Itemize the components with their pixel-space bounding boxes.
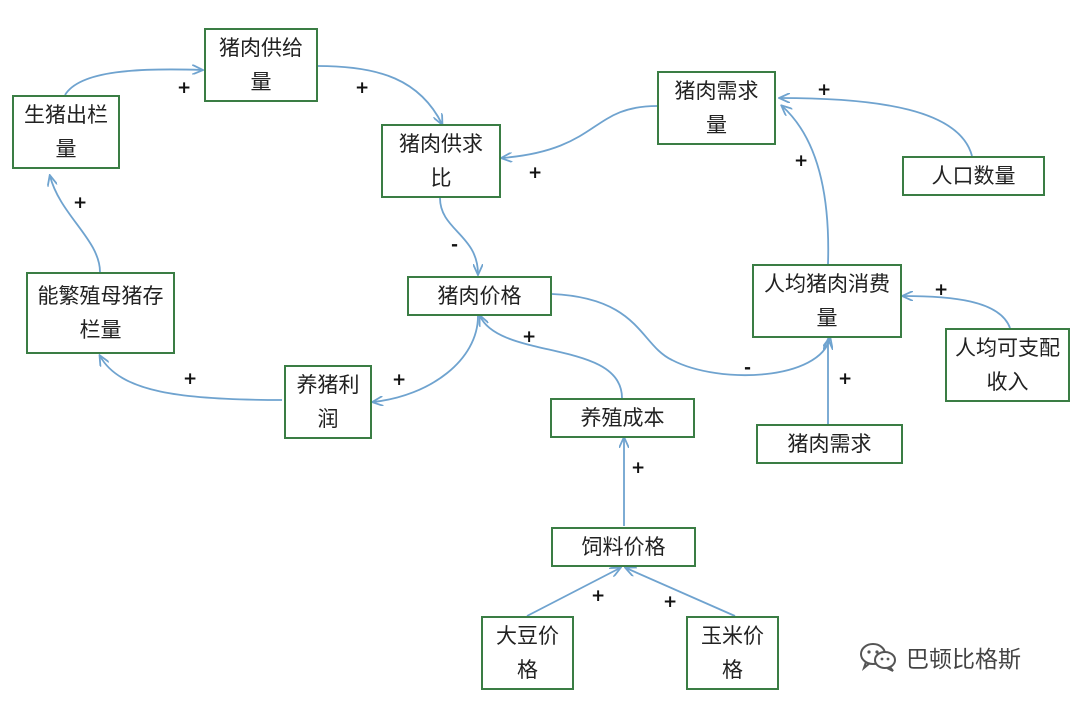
sign-profit-to-sow: + bbox=[183, 369, 198, 389]
node-pork-price: 猪肉价格 bbox=[407, 276, 552, 316]
node-breeding-sow-stock: 能繁殖母猪存 栏量 bbox=[26, 272, 175, 354]
node-pork-supply: 猪肉供给 量 bbox=[204, 28, 318, 102]
sign-ratio-to-price: - bbox=[451, 235, 459, 255]
node-soybean-price: 大豆价 格 bbox=[481, 616, 574, 690]
arrow-soy-to-feed bbox=[526, 568, 620, 617]
sign-income-to-percapita: + bbox=[934, 280, 949, 300]
node-per-capita-consumption: 人均猪肉消费 量 bbox=[752, 264, 902, 338]
arrow-price-to-profit bbox=[373, 315, 479, 402]
arrow-profit-to-sow bbox=[100, 356, 283, 401]
node-feed-price: 饲料价格 bbox=[551, 527, 696, 567]
arrow-price-to-percapita bbox=[551, 293, 830, 377]
sign-demand-to-percapita: + bbox=[838, 369, 853, 389]
node-supply-demand-ratio: 猪肉供求 比 bbox=[381, 124, 501, 198]
wechat-icon bbox=[860, 643, 896, 672]
sign-price-to-profit: + bbox=[392, 370, 407, 390]
sign-corn-to-feed: + bbox=[663, 592, 678, 612]
sign-hog-to-supply: + bbox=[177, 78, 192, 98]
sign-sow-to-hog: + bbox=[73, 193, 88, 213]
sign-demand-to-ratio: + bbox=[528, 163, 543, 183]
node-disposable-income: 人均可支配 收入 bbox=[945, 328, 1070, 402]
arrow-sow-to-hog bbox=[50, 176, 101, 273]
node-pork-demand-quantity: 猪肉需求 量 bbox=[657, 71, 776, 145]
watermark: 巴顿比格斯 bbox=[858, 640, 1021, 674]
sign-feed-to-cost: + bbox=[631, 458, 646, 478]
sign-price-to-percapita: - bbox=[744, 358, 752, 378]
arrow-income-to-percapita bbox=[903, 296, 1011, 329]
arrow-ratio-to-price bbox=[439, 197, 478, 274]
node-breeding-cost: 养殖成本 bbox=[550, 398, 695, 438]
node-pig-farming-profit: 养猪利 润 bbox=[284, 365, 372, 439]
sign-population-to-demand: + bbox=[817, 80, 832, 100]
sign-soy-to-feed: + bbox=[591, 586, 606, 606]
sign-percapita-to-demand: + bbox=[794, 151, 809, 171]
arrow-corn-to-feed bbox=[626, 568, 736, 617]
node-population: 人口数量 bbox=[902, 156, 1045, 196]
sign-supply-to-ratio: + bbox=[355, 78, 370, 98]
arrow-population-to-demand bbox=[780, 98, 973, 157]
watermark-text: 巴顿比格斯 bbox=[906, 647, 1021, 673]
arrow-demand-to-ratio bbox=[502, 105, 658, 158]
arrow-supply-to-ratio bbox=[317, 65, 442, 124]
node-pork-demand: 猪肉需求 bbox=[756, 424, 903, 464]
arrow-cost-to-price bbox=[480, 316, 623, 399]
sign-cost-to-price: + bbox=[522, 327, 537, 347]
node-hog-output: 生猪出栏 量 bbox=[12, 95, 120, 169]
arrow-hog-to-supply bbox=[64, 69, 202, 96]
node-corn-price: 玉米价 格 bbox=[686, 616, 779, 690]
arrow-percapita-to-demand bbox=[782, 106, 830, 265]
